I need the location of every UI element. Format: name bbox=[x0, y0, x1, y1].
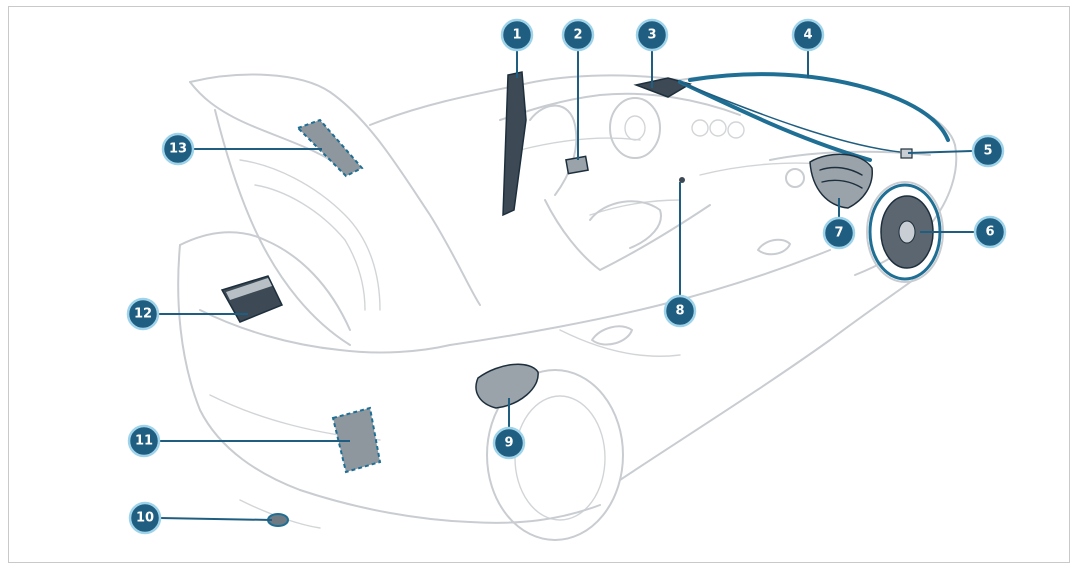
callout-6: 6 bbox=[975, 217, 1005, 247]
callout-8: 8 bbox=[665, 296, 695, 326]
callout-3-label: 3 bbox=[647, 28, 656, 43]
callout-7: 7 bbox=[824, 218, 854, 248]
callout-2-label: 2 bbox=[573, 28, 582, 43]
callout-1: 1 bbox=[502, 20, 532, 50]
callout-13: 13 bbox=[163, 134, 193, 164]
callout-1-label: 1 bbox=[512, 28, 521, 43]
callout-9: 9 bbox=[494, 428, 524, 458]
callout-13-label: 13 bbox=[169, 142, 187, 157]
callout-8-label: 8 bbox=[675, 304, 684, 319]
car-outline bbox=[178, 74, 956, 540]
leader-lines bbox=[158, 50, 974, 520]
callout-5-label: 5 bbox=[983, 144, 992, 159]
callout-4: 4 bbox=[793, 20, 823, 50]
callout-2: 2 bbox=[563, 20, 593, 50]
callout-10: 10 bbox=[130, 503, 160, 533]
callout-12: 12 bbox=[128, 299, 158, 329]
callout-7-label: 7 bbox=[834, 226, 843, 241]
callout-11: 11 bbox=[129, 426, 159, 456]
callout-12-label: 12 bbox=[134, 307, 152, 322]
callout-11-label: 11 bbox=[135, 434, 153, 449]
highlight-9 bbox=[476, 364, 538, 408]
highlight-1 bbox=[503, 72, 526, 215]
callout-markers: 1 2 3 4 5 6 7 8 9 10 11 12 13 bbox=[128, 20, 1005, 533]
callout-3: 3 bbox=[637, 20, 667, 50]
callout-6-label: 6 bbox=[985, 225, 994, 240]
callout-10-label: 10 bbox=[136, 511, 154, 526]
callout-4-label: 4 bbox=[803, 28, 812, 43]
callout-9-label: 9 bbox=[504, 436, 513, 451]
callout-5: 5 bbox=[973, 136, 1003, 166]
